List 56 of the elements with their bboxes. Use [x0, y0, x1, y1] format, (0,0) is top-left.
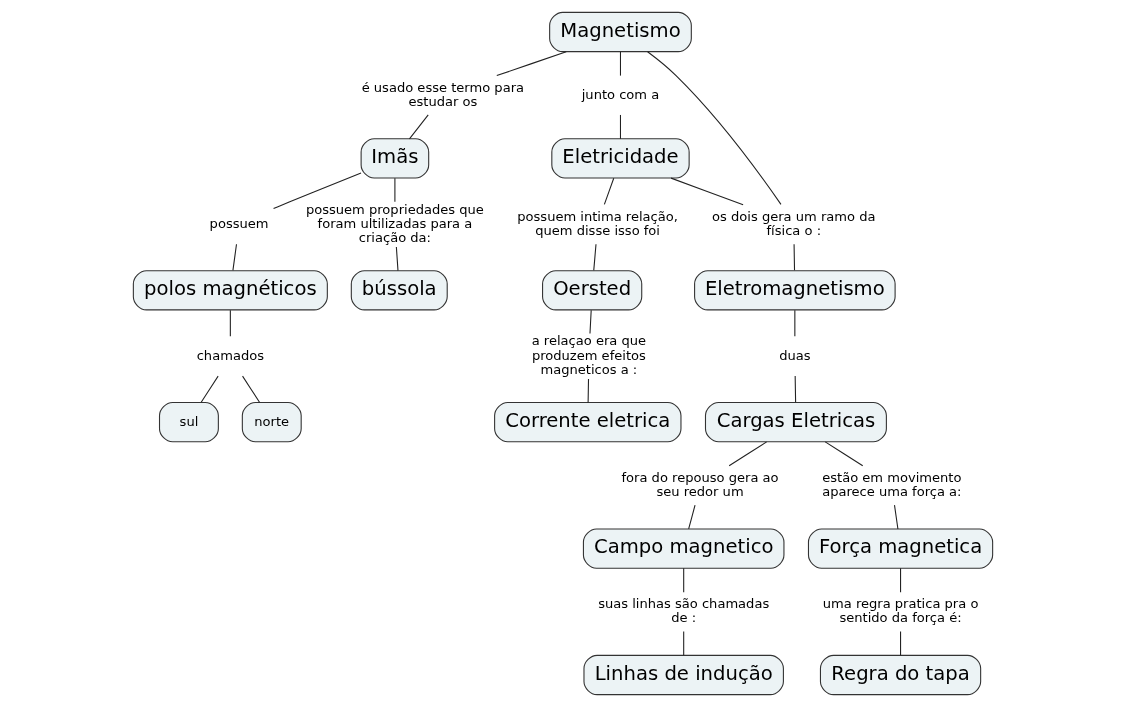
node-text: é usado esse termo para estudar os — [361, 79, 524, 109]
connector — [619, 51, 621, 77]
node-text: a relaçao era que produzem efeitos magneticos a : — [531, 333, 646, 377]
connector — [588, 309, 592, 335]
node-text: possuem propriedades que foram ultilizadas para a criação da: — [305, 201, 484, 245]
connector — [395, 246, 399, 272]
node-text: fora do repouso gera ao seu redor um — [621, 469, 779, 499]
connector — [682, 630, 684, 656]
node-box: Imãs — [360, 138, 429, 179]
node-text: junto com a — [581, 86, 659, 102]
connector — [408, 114, 429, 140]
node-text: uma regra pratica pra o sentido da força é: — [822, 596, 978, 626]
node-text: suas linhas são chamadas de : — [597, 596, 769, 626]
node-box: Oersted — [541, 270, 642, 311]
connector — [619, 114, 621, 140]
node-text: possuem — [209, 215, 269, 231]
connector — [393, 177, 395, 203]
node-box: Força magnetica — [807, 528, 993, 569]
node-box: Regra do tapa — [819, 654, 981, 696]
node-text: duas — [778, 347, 811, 363]
node-text: possuem intima relação, quem disse isso foi — [516, 208, 678, 238]
connector — [682, 567, 684, 593]
connector — [687, 504, 696, 530]
connector — [793, 309, 795, 337]
node-box: Campo magnetico — [582, 528, 784, 569]
connector — [646, 51, 781, 205]
node-box: polos magnéticos — [132, 270, 328, 311]
connector — [592, 243, 597, 271]
connector — [495, 51, 567, 77]
connector — [670, 177, 744, 206]
node-box: Eletricidade — [550, 138, 690, 179]
node-box: bússola — [350, 270, 448, 311]
node-box: Corrente eletrica — [493, 402, 681, 443]
node-box: sul — [158, 402, 219, 443]
connector — [272, 172, 362, 210]
connector — [241, 375, 260, 403]
node-text: chamados — [196, 347, 264, 363]
connector — [824, 441, 863, 467]
connector — [794, 375, 796, 403]
connector — [899, 630, 901, 656]
node-box: Eletromagnetismo — [693, 270, 896, 311]
node-box: Linhas de indução — [582, 654, 784, 696]
node-box: Cargas Eletricas — [704, 402, 887, 443]
node-box: norte — [241, 402, 302, 443]
connector — [893, 504, 898, 530]
node-text: estão em movimento aparece uma força a: — [821, 469, 962, 499]
connector — [200, 375, 219, 403]
connector — [231, 243, 237, 271]
node-box: Magnetismo — [548, 11, 692, 53]
connector — [229, 309, 231, 337]
node-text: os dois gera um ramo da física o : — [711, 208, 875, 238]
connector — [793, 243, 795, 271]
connector — [728, 441, 767, 467]
connector — [587, 378, 589, 404]
connector — [603, 177, 614, 205]
connector — [899, 567, 901, 593]
